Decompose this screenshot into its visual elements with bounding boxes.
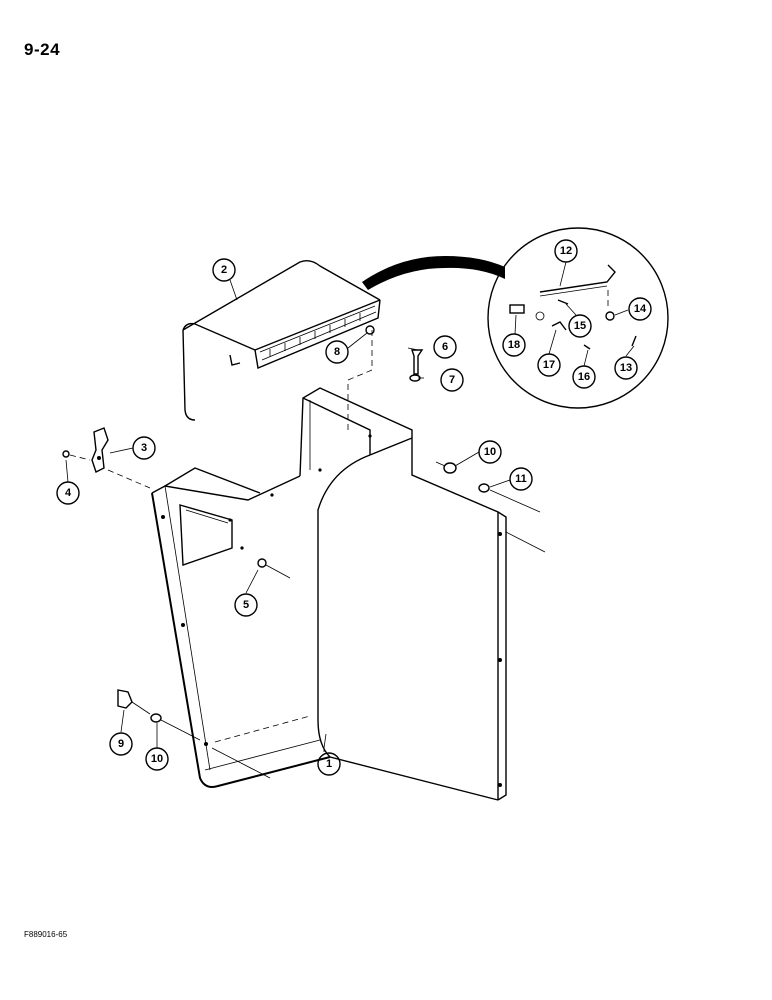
svg-text:17: 17 bbox=[543, 359, 555, 371]
svg-text:18: 18 bbox=[508, 339, 520, 351]
svg-text:13: 13 bbox=[620, 362, 632, 374]
fastener-hardware bbox=[117, 325, 546, 779]
figure-code: F889016-65 bbox=[24, 930, 68, 939]
callout-10-top: 10 bbox=[478, 440, 502, 464]
svg-text:6: 6 bbox=[442, 341, 448, 353]
callout-15: 15 bbox=[568, 314, 592, 338]
svg-text:8: 8 bbox=[334, 346, 340, 358]
callout-12: 12 bbox=[554, 239, 578, 263]
latch-assembly bbox=[62, 427, 151, 489]
svg-text:15: 15 bbox=[574, 320, 586, 332]
callout-5: 5 bbox=[234, 593, 258, 617]
callout-1: 1 bbox=[317, 752, 341, 776]
callout-16: 16 bbox=[572, 365, 596, 389]
svg-text:1: 1 bbox=[326, 758, 332, 770]
svg-text:14: 14 bbox=[634, 303, 647, 315]
callout-9: 9 bbox=[109, 732, 133, 756]
svg-text:11: 11 bbox=[515, 473, 527, 485]
svg-text:9: 9 bbox=[118, 738, 124, 750]
callout-8: 8 bbox=[325, 340, 349, 364]
callout-7: 7 bbox=[440, 368, 464, 392]
svg-text:10: 10 bbox=[151, 753, 163, 765]
callout-4: 4 bbox=[56, 481, 80, 505]
page-number: 9-24 bbox=[24, 40, 61, 59]
callout-18: 18 bbox=[502, 333, 526, 357]
callout-6: 6 bbox=[433, 335, 457, 359]
svg-text:16: 16 bbox=[578, 371, 590, 383]
detail-inset bbox=[362, 227, 669, 409]
svg-text:3: 3 bbox=[141, 442, 147, 454]
callout-2: 2 bbox=[212, 258, 236, 282]
svg-text:2: 2 bbox=[221, 264, 227, 276]
callout-13: 13 bbox=[614, 356, 638, 380]
leader-lines bbox=[65, 261, 635, 752]
hinged-cover-part bbox=[182, 259, 381, 430]
svg-text:7: 7 bbox=[449, 374, 455, 386]
callout-17: 17 bbox=[537, 353, 561, 377]
svg-text:5: 5 bbox=[243, 599, 249, 611]
svg-text:12: 12 bbox=[560, 245, 572, 257]
callout-10-bottom: 10 bbox=[145, 747, 169, 771]
svg-text:10: 10 bbox=[484, 446, 496, 458]
callout-14: 14 bbox=[628, 297, 652, 321]
callout-11: 11 bbox=[509, 467, 533, 491]
side-panel-part bbox=[151, 387, 507, 801]
callout-3: 3 bbox=[132, 436, 156, 460]
svg-text:4: 4 bbox=[65, 487, 72, 499]
